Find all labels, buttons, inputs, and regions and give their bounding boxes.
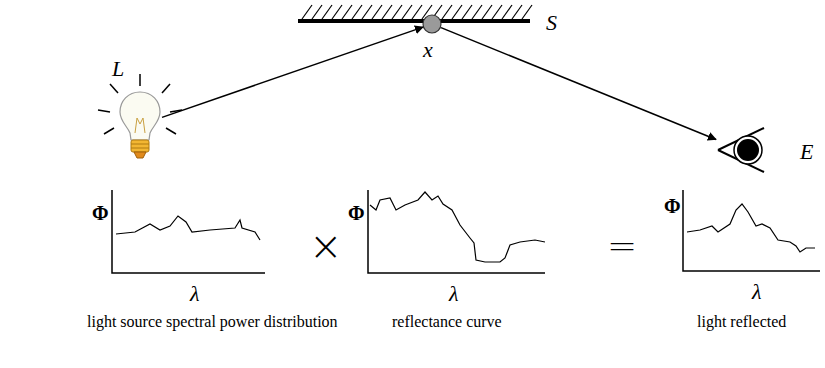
node-label: x: [423, 39, 433, 61]
axis-label: λ: [449, 283, 459, 305]
surface: [298, 5, 532, 21]
axis-label: Φ: [92, 203, 109, 223]
light-bulb: [98, 74, 182, 158]
eye: [718, 128, 764, 172]
eye-viewer: E: [716, 127, 768, 173]
surface-point: x: [423, 15, 441, 33]
operator-symbol: =: [607, 228, 637, 264]
axis-label: λ: [190, 283, 200, 305]
axis-label: Φ: [348, 203, 365, 223]
operator-symbol: ×: [309, 226, 343, 266]
reflected-graph: [683, 190, 820, 271]
light-ray-arrow: [441, 28, 716, 140]
reflectance-graph: [368, 190, 545, 273]
axis-label: λ: [752, 281, 762, 303]
node-label: E: [800, 141, 813, 163]
axis-label: Φ: [664, 196, 681, 216]
caption: light reflected: [697, 314, 786, 330]
surface-point: [423, 15, 441, 33]
caption: reflectance curve: [392, 314, 502, 330]
light-source: L: [118, 90, 162, 160]
light-ray-arrow: [162, 27, 423, 117]
spectrum-graph: [112, 190, 265, 273]
caption: light source spectral power distribution: [87, 314, 338, 330]
node-label: L: [112, 58, 124, 80]
surface-label: S: [546, 12, 557, 34]
